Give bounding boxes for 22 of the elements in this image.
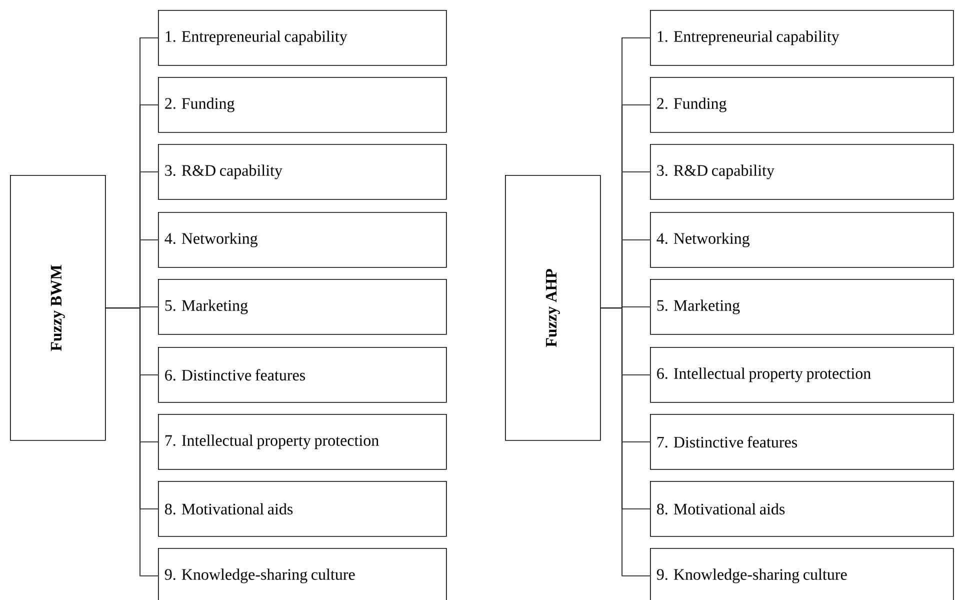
connector bbox=[600, 308, 650, 576]
criterion-box: 4. Networking bbox=[158, 212, 447, 268]
criterion-box: 6. Intellectual property protection bbox=[650, 347, 954, 403]
criterion-box: 3. R&D capability bbox=[158, 144, 447, 200]
criterion-box: 5. Marketing bbox=[650, 279, 954, 335]
criterion-box: 4. Networking bbox=[650, 212, 954, 268]
criterion-box: 6. Distinctive features bbox=[158, 347, 447, 403]
criterion-box: 1. Entrepreneurial capability bbox=[650, 10, 954, 66]
criterion-box: 2. Funding bbox=[158, 77, 447, 133]
criterion-box: 9. Knowledge-sharing culture bbox=[158, 548, 447, 600]
criterion-box: 7. Intellectual property protection bbox=[158, 414, 447, 470]
criterion-box: 2. Funding bbox=[650, 77, 954, 133]
criterion-box: 5. Marketing bbox=[158, 279, 447, 335]
method-box: Fuzzy AHP bbox=[505, 175, 601, 441]
criterion-box: 7. Distinctive features bbox=[650, 414, 954, 470]
criterion-box: 8. Motivational aids bbox=[650, 481, 954, 537]
criterion-box: 1. Entrepreneurial capability bbox=[158, 10, 447, 66]
criterion-box: 3. R&D capability bbox=[650, 144, 954, 200]
method-box: Fuzzy BWM bbox=[10, 175, 106, 441]
connector bbox=[105, 308, 158, 576]
criterion-box: 8. Motivational aids bbox=[158, 481, 447, 537]
criterion-box: 9. Knowledge-sharing culture bbox=[650, 548, 954, 600]
